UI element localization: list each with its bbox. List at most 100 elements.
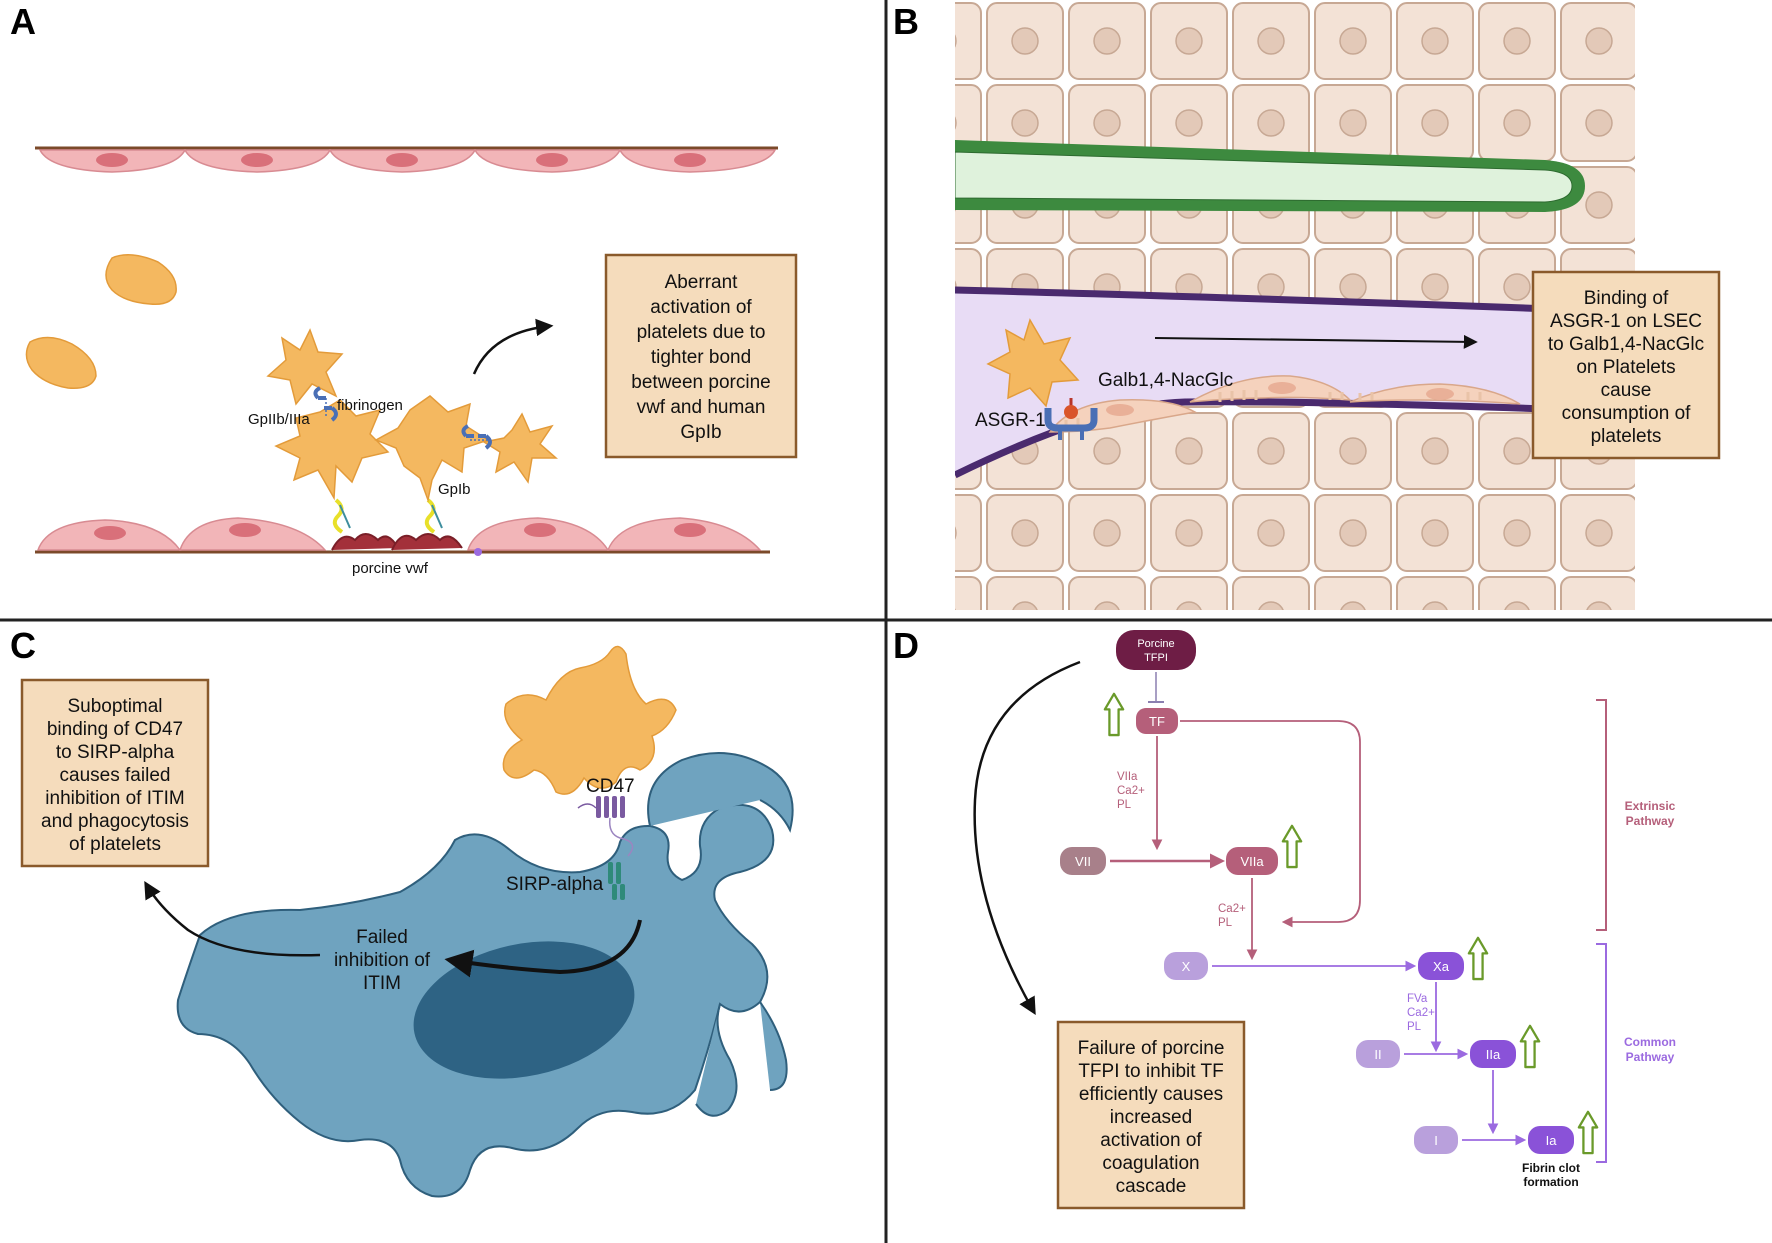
panel-a-box-line: between porcine: [631, 372, 770, 393]
activated-platelet: [274, 399, 390, 501]
panel-letter-d: D: [893, 625, 919, 666]
panel-d-box-line: efficiently causes: [1079, 1084, 1223, 1105]
asgr1-receptor: [1044, 398, 1098, 440]
panel-a-box-line: GpIb: [680, 422, 721, 443]
node-x: [1164, 952, 1208, 980]
node-vii-label: VII: [1075, 854, 1091, 869]
panel-a-summary-box: Aberrant activation of platelets due to …: [604, 253, 798, 459]
node-tfpi-label: Porcine: [1137, 638, 1174, 650]
liver-tissue: [955, 0, 1635, 610]
label-porcine-vwf: porcine vwf: [352, 560, 429, 577]
platelet: [986, 318, 1080, 408]
panel-d-box-line: coagulation: [1102, 1153, 1199, 1174]
panel-d-box-line: activation of: [1100, 1130, 1202, 1151]
node-iia: [1470, 1040, 1516, 1068]
node-porcine-tfpi: [1116, 630, 1196, 670]
cd47-receptor: [577, 796, 634, 857]
label-galb: Galb1,4-NacGlc: [1098, 370, 1233, 391]
panel-a-box-line: platelets due to: [637, 322, 766, 343]
label-failed-itim: ITIM: [363, 973, 401, 994]
bottom-endothelium: [35, 517, 770, 554]
node-ia: [1528, 1126, 1574, 1154]
phagocytosis-arrow: [144, 880, 321, 957]
activated-platelet: [374, 395, 490, 503]
panel-a-box-line: vwf and human: [637, 397, 766, 418]
panel-d-box-line: cascade: [1116, 1176, 1187, 1197]
cofactor-label: PL: [1407, 1021, 1422, 1033]
common-label: Pathway: [1626, 1050, 1675, 1064]
itim-arrow: [444, 919, 642, 978]
panel-b-box-line: on Platelets: [1576, 357, 1675, 378]
node-x-label: X: [1182, 959, 1191, 974]
panel-letter-b: B: [893, 1, 919, 42]
label-failed-itim: inhibition of: [334, 950, 431, 971]
panel-b-box-line: to Galb1,4-NacGlc: [1548, 334, 1704, 355]
cofactor-label: PL: [1117, 799, 1132, 811]
panel-c-box-line: binding of CD47: [47, 719, 183, 740]
panel-d: D Porcine TFPI TF VIIa Ca2+ PL VII VIIa …: [893, 625, 1676, 1210]
cofactor-label: Ca2+: [1218, 903, 1246, 915]
cofactor-label: Ca2+: [1117, 785, 1145, 797]
fibrinogen-bridge: [461, 424, 492, 450]
top-endothelium: [35, 146, 778, 173]
label-gpiib-iiia: GpIIb/IIIa: [248, 411, 310, 428]
node-tfpi-label: TFPI: [1144, 652, 1168, 664]
node-iia-label: IIa: [1486, 1047, 1501, 1062]
sirp-alpha-receptor: [608, 862, 625, 900]
panel-d-summary-box: Failure of porcine TFPI to inhibit TF ef…: [1056, 1020, 1246, 1210]
panel-c-box-line: causes failed: [60, 765, 171, 786]
panel-c-summary-box: Suboptimal binding of CD47 to SIRP-alpha…: [20, 678, 210, 868]
panel-c-box-line: Suboptimal: [67, 696, 162, 717]
tfpi-to-box-arrow: [973, 660, 1081, 1016]
panel-a-box-line: tighter bond: [651, 347, 751, 368]
label-asgr1: ASGR-1: [975, 410, 1046, 431]
node-tf: [1136, 708, 1178, 734]
node-i: [1414, 1126, 1458, 1154]
label-gpib: GpIb: [438, 481, 471, 498]
panel-b: B: [893, 0, 1721, 610]
extrinsic-bracket: [1596, 699, 1607, 931]
node-ii: [1356, 1040, 1400, 1068]
cofactor-label: FVa: [1407, 993, 1428, 1005]
label-cd47: CD47: [586, 776, 635, 797]
panel-c-box-line: inhibition of ITIM: [45, 788, 184, 809]
node-viia-label: VIIa: [1240, 854, 1264, 869]
increase-arrow: [1519, 1024, 1541, 1069]
panel-b-box-line: Binding of: [1584, 288, 1669, 309]
tf-loop-arrow: [1180, 720, 1361, 928]
panel-b-box-line: cause: [1601, 380, 1652, 401]
node-vii: [1060, 847, 1106, 875]
extrinsic-label: Extrinsic: [1625, 799, 1676, 813]
increase-arrow: [1577, 1110, 1599, 1155]
extrinsic-label: Pathway: [1626, 814, 1675, 828]
panel-d-box-line: Failure of porcine: [1078, 1038, 1225, 1059]
cofactor-label: Ca2+: [1407, 1007, 1435, 1019]
gpib-linkers: [332, 498, 443, 534]
platelet: [502, 645, 677, 795]
common-label: Common: [1624, 1035, 1676, 1049]
common-bracket: [1596, 943, 1607, 1163]
node-i-label: I: [1434, 1133, 1438, 1148]
panel-b-summary-box: Binding of ASGR-1 on LSEC to Galb1,4-Nac…: [1531, 270, 1721, 460]
fibrin-label: formation: [1523, 1175, 1578, 1189]
node-tf-label: TF: [1149, 714, 1165, 729]
panel-letter-c: C: [10, 625, 36, 666]
porcine-vwf: [331, 533, 482, 556]
panel-c-box-line: to SIRP-alpha: [56, 742, 175, 763]
panel-b-box-line: ASGR-1 on LSEC: [1550, 311, 1702, 332]
increase-arrow: [1467, 936, 1489, 981]
node-viia: [1226, 847, 1278, 875]
panel-d-box-line: TFPI to inhibit TF: [1078, 1061, 1223, 1082]
panel-a-box-line: Aberrant: [665, 272, 739, 293]
activated-platelet: [482, 412, 558, 484]
sinusoid-flow-arrow: [1154, 334, 1478, 349]
panel-d-box-line: increased: [1110, 1107, 1192, 1128]
free-platelet: [105, 254, 177, 305]
label-sirp-alpha: SIRP-alpha: [506, 874, 604, 895]
activated-platelet: [266, 328, 344, 406]
node-ia-label: Ia: [1546, 1133, 1558, 1148]
free-platelet: [25, 336, 97, 389]
fibrinogen-bridge: [313, 386, 338, 422]
cofactor-label: PL: [1218, 917, 1233, 929]
